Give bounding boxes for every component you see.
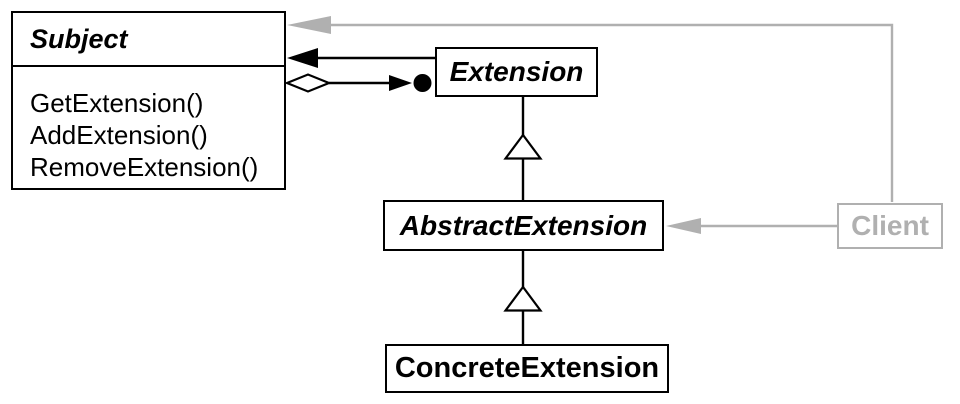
black-arrowhead-icon bbox=[287, 48, 318, 68]
multiplicity-many-dot-icon bbox=[413, 74, 432, 92]
class-name-client: Client bbox=[851, 210, 929, 241]
aggregation-subject-to-extension bbox=[284, 73, 432, 93]
class-box-subject: Subject GetExtension() AddExtension() Re… bbox=[11, 11, 286, 190]
class-box-concrete-extension: ConcreteExtension bbox=[385, 344, 669, 393]
class-name-subject: Subject bbox=[13, 13, 284, 67]
association-extension-to-subject bbox=[287, 48, 435, 68]
class-name-concrete-extension: ConcreteExtension bbox=[394, 352, 660, 384]
class-box-extension: Extension bbox=[435, 47, 598, 97]
gray-arrowhead-icon bbox=[666, 218, 701, 234]
method-add-extension: AddExtension() bbox=[30, 120, 208, 150]
generalization-abstract-extension-to-extension bbox=[503, 96, 543, 201]
method-get-extension: GetExtension() bbox=[30, 88, 204, 118]
method-list-subject: GetExtension() AddExtension() RemoveExte… bbox=[13, 67, 284, 183]
class-name-extension: Extension bbox=[449, 56, 584, 87]
association-client-to-abstract-extension bbox=[666, 218, 837, 234]
method-remove-extension: RemoveExtension() bbox=[30, 152, 259, 182]
association-client-to-subject bbox=[287, 16, 894, 202]
class-box-abstract-extension: AbstractExtension bbox=[383, 200, 664, 251]
class-box-client: Client bbox=[837, 203, 943, 249]
black-arrowhead-icon bbox=[389, 75, 412, 91]
class-name-abstract-extension: AbstractExtension bbox=[399, 209, 648, 241]
gray-arrowhead-icon bbox=[287, 16, 331, 34]
inheritance-triangle-icon bbox=[503, 133, 543, 160]
inheritance-triangle-icon bbox=[503, 285, 543, 312]
generalization-concrete-extension-to-abstract-extension bbox=[503, 250, 543, 345]
aggregation-diamond-icon bbox=[284, 73, 332, 93]
